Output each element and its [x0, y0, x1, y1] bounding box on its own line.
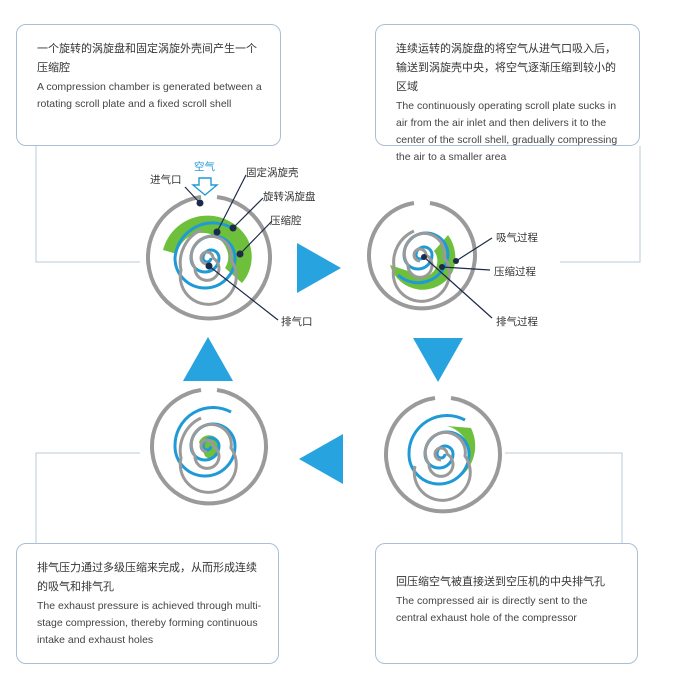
- step-4-en: The exhaust pressure is achieved through…: [37, 600, 262, 646]
- arrow-down-icon: [413, 338, 463, 382]
- leader-lines-1: [184, 174, 279, 321]
- step-card-3: 回压缩空气被直接送到空压机的中央排气孔 The compressed air i…: [375, 543, 638, 664]
- label-air: 空气: [194, 160, 215, 173]
- connector-line-tl: [35, 146, 140, 263]
- fixed-scroll-shell: [384, 396, 502, 514]
- fixed-scroll-inner: [178, 416, 238, 494]
- label-chamber: 压缩腔: [270, 214, 302, 227]
- step-card-2: 连续运转的涡旋盘的将空气从进气口吸入后，输送到涡旋壳中央，将空气逐渐压缩到较小的…: [375, 24, 640, 163]
- arrow-right-icon: [297, 243, 341, 293]
- label-suction: 吸气过程: [496, 231, 538, 244]
- fixed-scroll-shell: [367, 201, 477, 311]
- fixed-scroll-inner: [412, 430, 472, 502]
- label-inlet: 进气口: [150, 173, 182, 186]
- compression-chamber-area: [163, 215, 252, 283]
- label-compression: 压缩过程: [494, 265, 536, 278]
- scroll-diagram-3: [384, 396, 502, 514]
- scroll-diagram-2: [367, 201, 477, 311]
- leader-lines-2: [423, 237, 493, 319]
- fixed-scroll-shell: [146, 195, 272, 321]
- step-1-en: A compression chamber is generated betwe…: [37, 81, 262, 110]
- step-3-en: The compressed air is directly sent to t…: [396, 595, 588, 624]
- step-card-4: 排气压力通过多级压缩来完成，从而形成连续的吸气和排气孔 The exhaust …: [16, 543, 279, 664]
- air-intake-arrow-icon: [191, 177, 219, 196]
- fixed-scroll-inner: [178, 228, 238, 306]
- label-discharge: 排气过程: [496, 315, 538, 328]
- scroll-diagram-4: [150, 388, 268, 506]
- step-4-zh: 排气压力通过多级压缩来完成，从而形成连续的吸气和排气孔: [37, 561, 257, 593]
- arrow-left-icon: [299, 434, 343, 484]
- step-3-zh: 回压缩空气被直接送到空压机的中央排气孔: [396, 575, 605, 588]
- connector-line-br: [505, 452, 623, 543]
- fixed-scroll-shell: [150, 388, 268, 506]
- connector-line-bl: [35, 452, 140, 543]
- step-card-1: 一个旋转的涡旋盘和固定涡旋外壳间产生一个压缩腔 A compression ch…: [16, 24, 281, 146]
- scroll-diagram-1: [146, 195, 272, 321]
- connector-lines: [35, 146, 641, 543]
- step-2-en: The continuously operating scroll plate …: [396, 100, 618, 163]
- connector-line-tr: [560, 146, 641, 263]
- label-rotating-scroll: 旋转涡旋盘: [263, 190, 316, 203]
- label-fixed-scroll: 固定涡旋壳: [246, 166, 299, 179]
- step-2-zh: 连续运转的涡旋盘的将空气从进气口吸入后，输送到涡旋壳中央，将空气逐渐压缩到较小的…: [396, 42, 616, 93]
- step-1-zh: 一个旋转的涡旋盘和固定涡旋外壳间产生一个压缩腔: [37, 42, 257, 74]
- label-outlet: 排气口: [281, 315, 313, 328]
- arrow-up-icon: [183, 337, 233, 381]
